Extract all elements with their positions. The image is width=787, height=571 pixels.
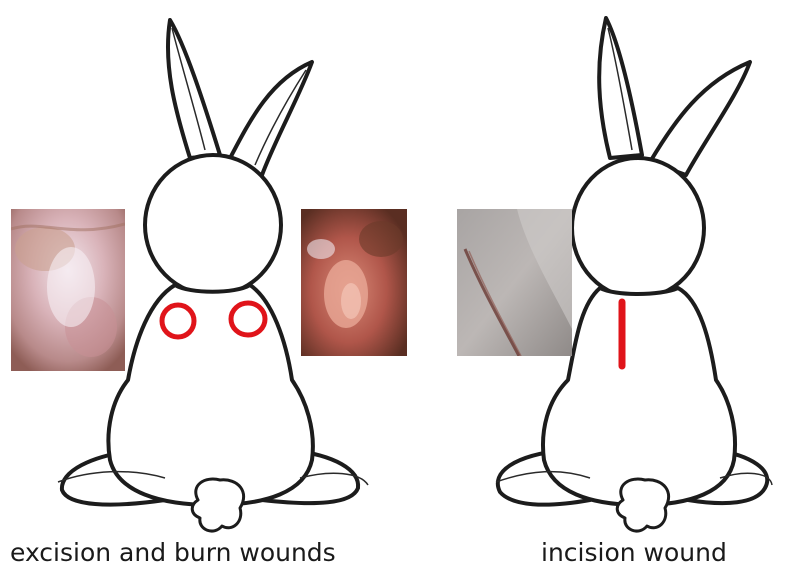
- incision-panel: incision wound: [420, 0, 787, 571]
- excision-burn-panel: excision and burn wounds: [0, 0, 420, 571]
- caption-incision: incision wound: [541, 538, 727, 567]
- incision-wound-photo: [457, 209, 572, 356]
- burn-wound-photo: [301, 209, 407, 356]
- excision-wound-photo: [11, 209, 125, 371]
- caption-excision-burn: excision and burn wounds: [10, 538, 336, 567]
